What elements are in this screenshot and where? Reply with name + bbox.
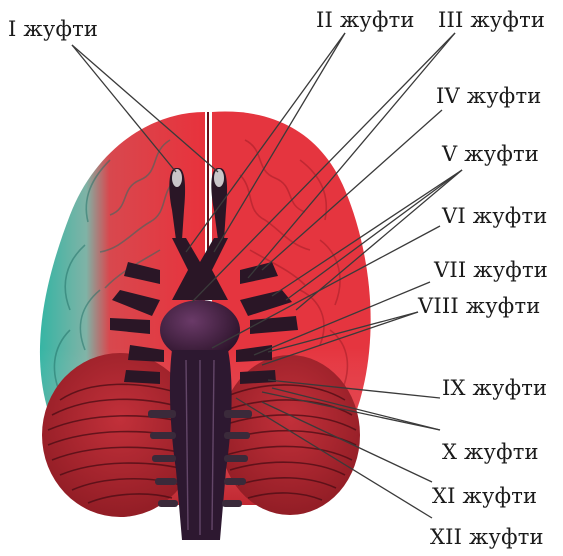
label-pair-5: V жуфти [442, 144, 539, 165]
label-pair-6: VI жуфти [442, 206, 547, 227]
label-pair-12: XII жуфти [430, 527, 544, 548]
medulla [170, 350, 232, 540]
label-pair-7: VII жуфти [434, 260, 548, 281]
label-pair-10: X жуфти [442, 442, 539, 463]
label-pair-1: I жуфти [8, 19, 98, 40]
label-pair-4: IV жуфти [436, 86, 541, 107]
label-pair-8: VIII жуфти [418, 296, 540, 317]
label-pair-11: XI жуфти [432, 486, 537, 507]
label-pair-2: II жуфти [316, 10, 415, 31]
label-pair-3: III жуфти [438, 10, 545, 31]
label-pair-9: IX жуфти [442, 378, 547, 399]
